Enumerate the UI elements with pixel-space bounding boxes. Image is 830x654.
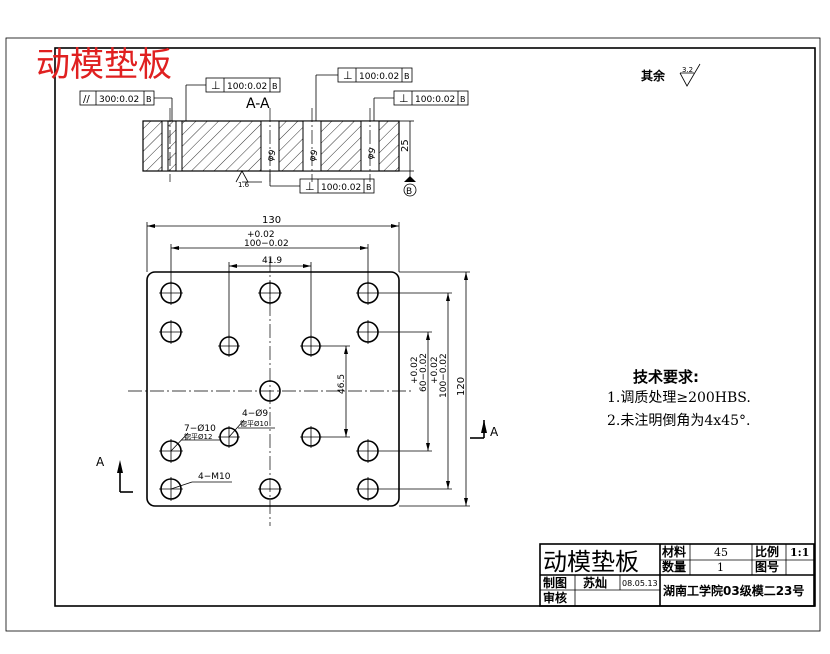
gdt-perp-symbol-b: ⊥ — [305, 180, 315, 193]
roughness-other-label: 其余 — [641, 68, 666, 83]
roughness-value: 3.2 — [682, 66, 693, 74]
hole-m10-3 — [356, 477, 380, 501]
section-view — [142, 108, 400, 182]
datum-b-label: B — [406, 187, 412, 197]
hole-center — [259, 380, 281, 402]
dim-100-upper: +0.02 — [247, 230, 275, 240]
callout-7-holes-sub: 锪平Ø12 — [184, 432, 212, 441]
section-marker-left-label: A — [96, 455, 105, 469]
gdt-perp-symbol-tm: ⊥ — [343, 69, 353, 82]
gdt-perp-tol-b: 100:0.02 — [321, 183, 361, 193]
callout-4-holes: 4−Ø9 — [242, 408, 268, 419]
tech-note-1: 1.调质处理≥200HBS. — [607, 390, 751, 406]
hole-cb-7 — [356, 439, 380, 463]
gdt-parallel-datum: B — [146, 95, 152, 104]
dim-120-label: 120 — [456, 377, 467, 396]
dim-41-9 — [228, 262, 312, 336]
hole-small-4 — [300, 426, 322, 448]
drawn-label: 制图 — [543, 575, 567, 590]
datum-b-marker — [403, 183, 417, 197]
section-roughness-icon — [235, 170, 262, 183]
gdt-perp-frame-top-mid — [315, 67, 413, 121]
gdt-perp-frame-top-left — [185, 77, 281, 121]
gdt-perp-frame-top-right — [373, 90, 469, 121]
section-marker-right — [470, 420, 487, 439]
qty-value: 1 — [717, 561, 724, 574]
gdt-perp-datum-tm: B — [404, 72, 410, 81]
leader-4-holes — [228, 419, 275, 438]
hole-cb-5 — [356, 320, 380, 344]
material-value: 45 — [714, 546, 728, 559]
hole-m10-2 — [258, 478, 282, 500]
red-title: 动模垫板 — [36, 45, 172, 85]
hole-cb-3 — [356, 281, 380, 305]
hole-small-2 — [300, 335, 322, 357]
callout-m10: 4−M10 — [198, 472, 231, 482]
gdt-perp-tol-tm: 100:0.02 — [359, 72, 399, 82]
material-label: 材料 — [661, 544, 686, 559]
scale-label: 比例 — [755, 544, 779, 559]
hole-small-1 — [218, 335, 240, 357]
dim-60 — [380, 331, 432, 452]
hole-grid — [159, 281, 380, 501]
qty-label: 数量 — [662, 559, 686, 574]
drawing-no-label: 图号 — [755, 559, 779, 574]
title-block-name: 动模垫板 — [543, 548, 639, 576]
drawn-name: 苏灿 — [583, 575, 607, 590]
gdt-perp-tol-tr: 100:0.02 — [415, 95, 455, 105]
section-hole-label-1: φ9 — [265, 148, 278, 163]
section-hole-label-3: φ9 — [365, 146, 378, 161]
dim-60-label: 60−0.02 — [419, 353, 429, 392]
dim-41-9-label: 41.9 — [262, 256, 282, 266]
checked-label: 审核 — [543, 590, 567, 605]
dim-100-label: 100−0.02 — [244, 239, 289, 249]
hole-cb-4 — [159, 320, 183, 344]
dim-100v-upper: +0.02 — [430, 356, 440, 384]
tech-notes-title: 技术要求: — [633, 368, 699, 386]
gdt-parallel-symbol: // — [83, 94, 90, 105]
leader-m10 — [170, 481, 232, 490]
hole-cb-1 — [159, 281, 183, 305]
dim-120 — [399, 271, 470, 507]
section-marker-left — [117, 460, 133, 493]
callout-7-holes: 7−Ø10 — [184, 423, 216, 434]
dim-100v — [380, 292, 452, 490]
gdt-perp-tol-tl: 100:0.02 — [227, 82, 267, 92]
dim-130-label: 130 — [262, 215, 281, 226]
section-roughness-value: 1.6 — [238, 181, 250, 189]
tech-note-2: 2.未注明倒角为4x45°. — [607, 413, 750, 429]
gdt-perp-symbol-tl: ⊥ — [211, 79, 221, 92]
dim-46-5-label: 46.5 — [337, 374, 347, 394]
drawn-date: 08.05.13 — [622, 579, 658, 588]
callout-4-holes-sub: 锪平Ø10 — [240, 419, 268, 428]
org-label: 湖南工学院03级模二23号 — [663, 583, 804, 598]
dim-100 — [170, 244, 369, 283]
section-label: A-A — [246, 96, 270, 112]
title-block — [539, 543, 815, 607]
dim-60-upper: +0.02 — [410, 356, 420, 384]
gdt-perp-datum-tl: B — [272, 82, 278, 91]
leader-7-holes — [170, 432, 220, 452]
dim-130 — [146, 222, 400, 272]
gdt-parallel-tol: 300:0.02 — [99, 95, 139, 105]
outer-border — [5, 37, 821, 632]
inner-border — [54, 47, 816, 607]
scale-value: 1:1 — [790, 546, 809, 559]
section-hole-label-2: φ9 — [307, 148, 320, 163]
dim-100v-label: 100−0.02 — [439, 353, 449, 398]
dim-46-5 — [321, 345, 350, 438]
gdt-parallel-frame — [79, 90, 173, 121]
roughness-symbol-icon — [679, 63, 701, 87]
section-marker-right-label: A — [490, 425, 499, 439]
section-thickness-dim: 25 — [400, 139, 411, 152]
gdt-perp-frame-bottom — [269, 171, 375, 194]
hole-cb-2 — [258, 281, 282, 305]
gdt-perp-datum-tr: B — [460, 95, 466, 104]
gdt-perp-datum-b: B — [366, 183, 372, 192]
gdt-perp-symbol-tr: ⊥ — [399, 92, 409, 105]
